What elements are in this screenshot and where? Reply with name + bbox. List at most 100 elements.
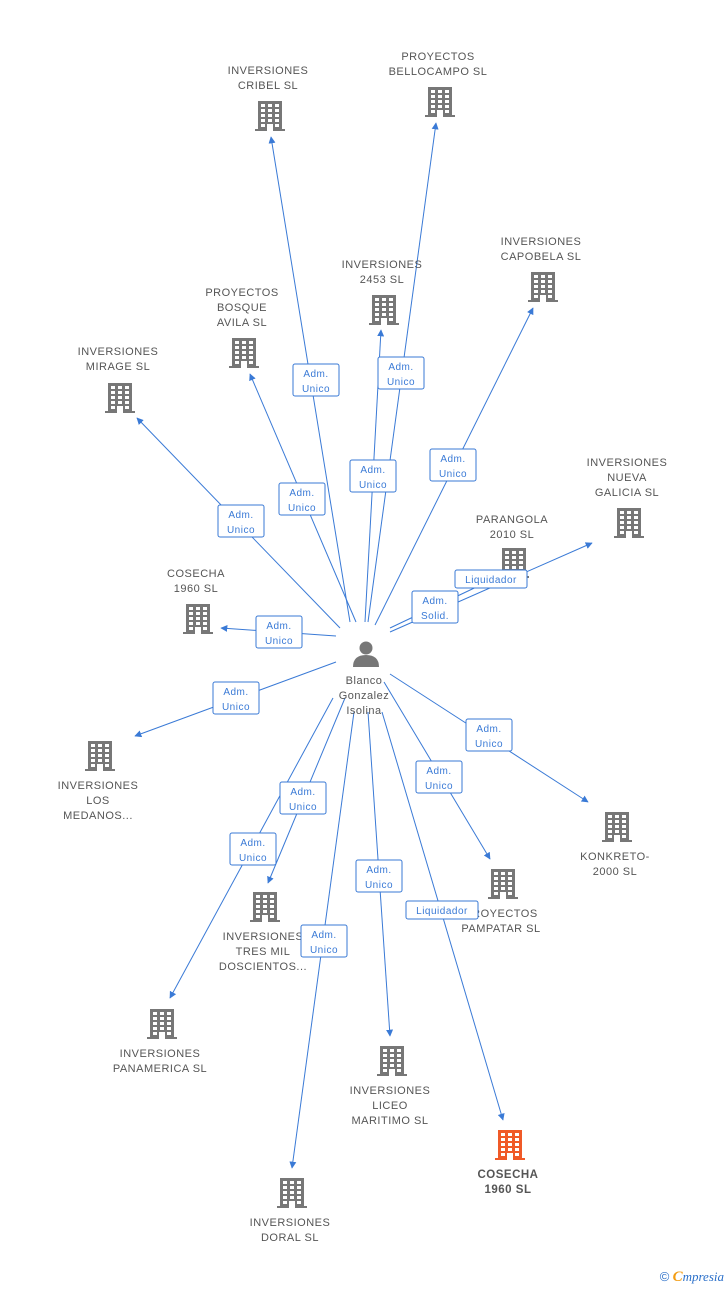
edge-label-box [212, 681, 260, 715]
company-name-line: INVERSIONES [58, 780, 139, 792]
company-node-mirage[interactable]: INVERSIONES MIRAGE SL [78, 346, 159, 413]
edge-label-capobela[interactable]: Adm.Unico [429, 448, 477, 482]
edge-label-text: Adm.Unico [289, 787, 317, 813]
edge-label-bosque[interactable]: Adm.Unico [278, 482, 326, 516]
company-name: KONKRETO-2000 SL [580, 851, 650, 878]
edge-label-cribel[interactable]: Adm.Unico [292, 363, 340, 397]
building-icon [528, 272, 558, 302]
edge-label-line: Unico [227, 525, 255, 536]
edge-label-box [279, 781, 327, 815]
building-icon [495, 1130, 525, 1160]
edge-label-line: Adm. [366, 865, 391, 876]
edge-label-parangola[interactable]: Adm.Solid. [411, 590, 459, 624]
edge-label-tresmil[interactable]: Adm.Unico [279, 781, 327, 815]
company-name-line: INVERSIONES [501, 236, 582, 248]
company-name-line: PARANGOLA [476, 514, 548, 526]
edge-label-liceo[interactable]: Adm.Unico [355, 859, 403, 893]
copyright-symbol: © [659, 1269, 670, 1284]
edge-label-bellocampo[interactable]: Adm.Unico [377, 356, 425, 390]
company-name-line: MEDANOS... [63, 810, 133, 822]
company-name-line: INVERSIONES [78, 346, 159, 358]
company-name-line: INVERSIONES [587, 457, 668, 469]
edge-label-line: Adm. [388, 362, 413, 373]
edge-label-line: Adm. [223, 687, 248, 698]
edge-label-text: Adm. Unico [222, 687, 250, 713]
edge-label-cosecha1[interactable]: Adm.Unico [255, 615, 303, 649]
edge-label-text: Liquidador [465, 575, 517, 586]
company-name-line: BELLOCAMPO SL [389, 66, 488, 78]
building-icon [488, 869, 518, 899]
building-icon [425, 87, 455, 117]
edge-label-pampatar[interactable]: Adm.Unico [415, 760, 463, 794]
edge-label-line: Unico [475, 739, 503, 750]
person-name-line: Blanco [346, 675, 383, 687]
edge-label-line: Adm. [476, 724, 501, 735]
edge-label-text: Adm.Unico [359, 465, 387, 491]
company-name-line: MARITIMO SL [351, 1115, 428, 1127]
edge-label-doral[interactable]: Adm.Unico [300, 924, 348, 958]
company-name-line: PROYECTOS [205, 287, 278, 299]
company-name-line: GALICIA SL [595, 487, 659, 499]
company-name-line: CRIBEL SL [238, 80, 298, 92]
edge-label-text: Adm. Unico [475, 724, 503, 750]
edge-label-line: Unico [222, 702, 250, 713]
edge-label-text: Adm.Unico [387, 362, 415, 388]
edge-label-line: Adm. [426, 766, 451, 777]
edge-label-text: Adm.Unico [288, 488, 316, 514]
company-name-line: DORAL SL [261, 1232, 319, 1244]
edge-label-line: Adm. [289, 488, 314, 499]
edge-label-nuevagalicia[interactable]: Liquidador [454, 569, 528, 589]
company-node-doral[interactable]: INVERSIONES DORAL SL [250, 1178, 331, 1244]
edge-label-box [300, 924, 348, 958]
edge-label-line: Adm. [422, 596, 447, 607]
edge-label-panamerica[interactable]: Adm.Unico [229, 832, 277, 866]
footer-brand[interactable]: © Cmpresia [660, 1269, 724, 1286]
edge-label-konkreto[interactable]: Adm. Unico [465, 718, 513, 752]
edge-label-line: Unico [289, 802, 317, 813]
building-icon [250, 892, 280, 922]
edge-label-box [454, 569, 528, 589]
edge-label-text: Adm.Unico [310, 930, 338, 956]
edge-label-text: Adm.Solid. [421, 596, 449, 622]
edge-label-inv2453[interactable]: Adm.Unico [349, 459, 397, 493]
brand-name: mpresia [682, 1269, 724, 1284]
edge-label-cosecha2[interactable]: Liquidador [405, 900, 479, 920]
edge-label-box [405, 900, 479, 920]
company-name-line: COSECHA [167, 568, 225, 580]
company-node-konkreto[interactable]: KONKRETO-2000 SL [580, 812, 650, 878]
edge-label-line: Unico [359, 480, 387, 491]
building-icon [602, 812, 632, 842]
edge-label-medanos[interactable]: Adm. Unico [212, 681, 260, 715]
company-name-line: 1960 SL [485, 1184, 532, 1196]
edge-label-mirage[interactable]: Adm.Unico [217, 504, 265, 538]
edge-label-line: Adm. [266, 621, 291, 632]
company-name-line: INVERSIONES [250, 1217, 331, 1229]
company-name: INVERSIONES DORAL SL [250, 1217, 331, 1244]
building-icon [377, 1046, 407, 1076]
company-name-line: KONKRETO- [580, 851, 650, 863]
person-name-line: Isolina [346, 705, 382, 717]
company-name-line: MIRAGE SL [86, 361, 150, 373]
